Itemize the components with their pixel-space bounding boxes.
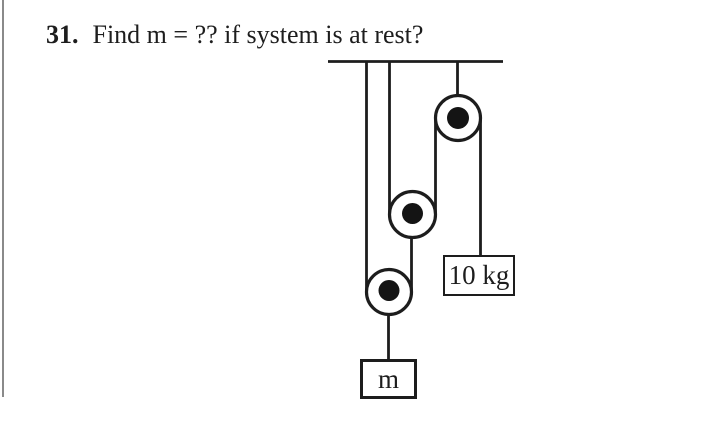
weight-box-m: m <box>360 359 417 399</box>
problem-number: 31. <box>46 20 79 49</box>
bottom-pulley-hub <box>378 280 400 301</box>
weight-box-10kg: 10 kg <box>443 255 515 296</box>
middle-pulley-hub <box>402 203 423 224</box>
top-pulley-hub <box>447 107 469 129</box>
weight-label-10kg: 10 kg <box>448 260 510 290</box>
mass-label-m: m <box>377 363 399 394</box>
page-edge-line <box>2 0 4 397</box>
problem-question: Find m = ?? if system is at rest? <box>92 20 424 49</box>
problem-title: 31. Find m = ?? if system is at rest? <box>46 20 424 50</box>
